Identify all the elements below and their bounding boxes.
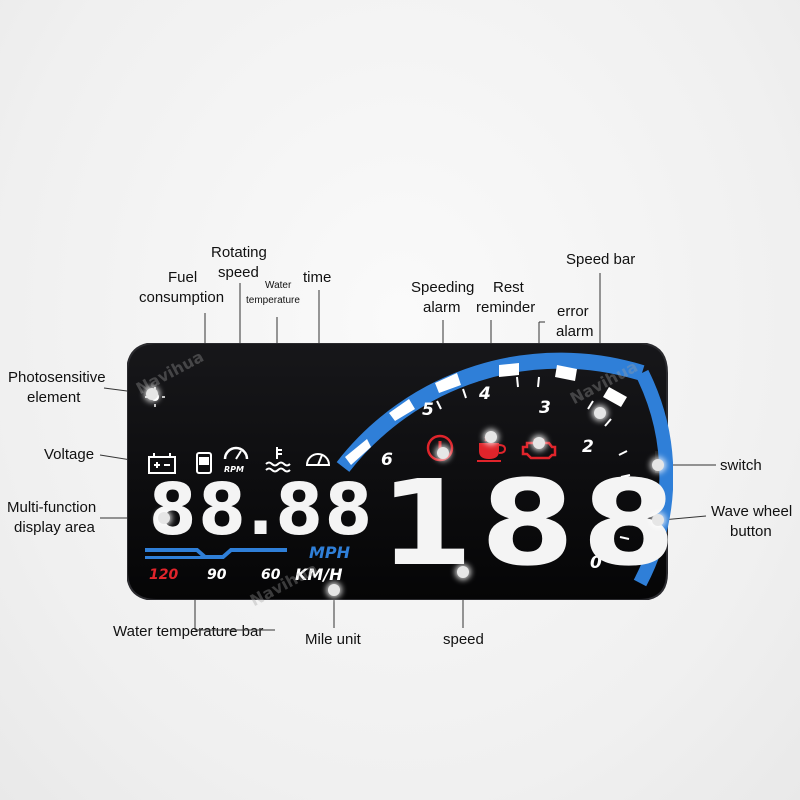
gauge-number-5: 5	[422, 400, 434, 420]
label-multi-function: Multi-function	[7, 499, 97, 516]
callout-dot	[652, 514, 664, 526]
callout-dot	[485, 431, 497, 443]
gauge-number-3: 3	[539, 398, 551, 418]
label-time: time	[303, 269, 332, 286]
label-speed-bar: Speed bar	[566, 251, 636, 268]
speed-bar	[336, 352, 674, 587]
label-rotating: Rotating	[211, 244, 267, 261]
label-photosensitive: Photosensitive	[8, 369, 106, 386]
label-water-temp-bar: Water temperature bar	[113, 623, 264, 640]
label-rotating-speed: speed	[218, 264, 259, 281]
callout-dot	[652, 459, 664, 471]
icon-row	[148, 452, 212, 474]
label-water-temperature: temperature	[246, 295, 300, 306]
multi-function-display: 88.88	[149, 469, 375, 552]
label-rest-reminder: reminder	[476, 299, 536, 316]
clock-gauge-icon	[305, 453, 331, 466]
water-temperature-bar	[145, 548, 287, 559]
hud-panel	[126, 342, 674, 601]
rpm-icon	[223, 446, 249, 460]
gauge-number-6: 6	[381, 450, 393, 470]
fuel-icon	[196, 452, 212, 474]
gauge-number-2: 2	[582, 437, 594, 457]
callout-dot	[594, 407, 606, 419]
mph-unit: MPH	[309, 543, 351, 562]
label-switch: switch	[720, 457, 762, 474]
temp-tick-60: 60	[261, 567, 281, 583]
rpm-text: RPM	[224, 465, 244, 474]
kmh-unit: KM/H	[295, 565, 343, 584]
label-rest: Rest	[493, 279, 524, 296]
label-consumption: consumption	[139, 289, 225, 306]
callout-dot	[457, 566, 469, 578]
label-wave-wheel: Wave wheel	[711, 503, 793, 520]
label-speed: speed	[443, 631, 484, 648]
label-wave-button: button	[730, 523, 772, 540]
label-fuel: Fuel	[168, 269, 198, 286]
temp-tick-90: 90	[207, 567, 227, 583]
callout-dot	[533, 437, 545, 449]
gauge-number-4: 4	[479, 384, 491, 404]
label-mile-unit: Mile unit	[305, 631, 361, 648]
hud-device: RPM 6 5 4 3 2 1 0 8	[126, 342, 676, 610]
water-temperature-icon	[265, 447, 291, 473]
label-photosensitive-2: element	[27, 389, 81, 406]
battery-icon	[148, 453, 176, 474]
callout-dot	[437, 447, 449, 459]
label-speeding: Speeding	[411, 279, 475, 296]
temp-tick-120: 120	[149, 567, 179, 583]
label-water: Water	[265, 280, 292, 291]
gauge-number-1: 1	[603, 495, 615, 515]
callout-dot	[158, 512, 170, 524]
label-error: error	[557, 303, 589, 320]
gauge-number-0: 0	[590, 553, 602, 573]
label-display-area: display area	[14, 519, 95, 536]
speed-display: 188	[379, 454, 683, 592]
label-speeding-alarm: alarm	[423, 299, 461, 316]
callout-dot	[146, 388, 158, 400]
label-error-alarm: alarm	[556, 323, 594, 340]
label-voltage: Voltage	[44, 446, 95, 463]
callout-dot	[328, 584, 340, 596]
